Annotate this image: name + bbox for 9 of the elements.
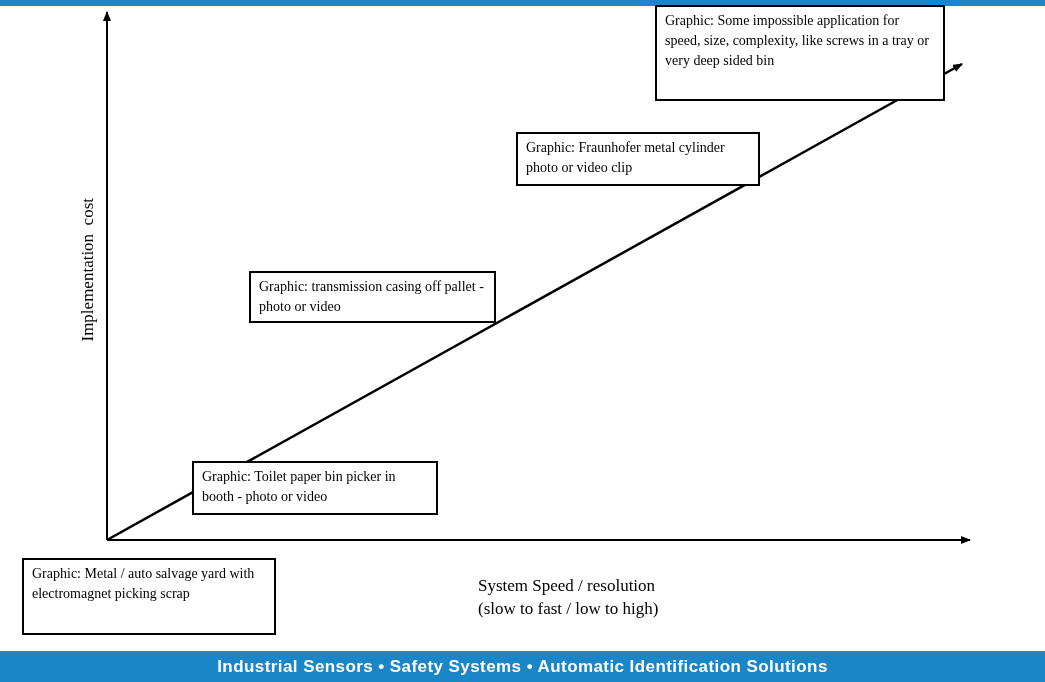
axis-title: Implementation cost bbox=[77, 198, 99, 342]
axis-title: System Speed / resolution bbox=[478, 575, 656, 597]
note-box: Graphic: Fraunhofer metal cylinder photo or video clip bbox=[516, 132, 760, 186]
footer-text: Industrial Sensors • Safety Systems • Automatic Identification Solutions bbox=[217, 655, 828, 678]
note-box: Graphic: transmission casing off pallet - photo or video bbox=[249, 271, 496, 323]
note-box: Graphic: Some impossible application for speed, size, complexity, like screws in a tray or very deep sided bin bbox=[655, 5, 945, 101]
note-box: Graphic: Toilet paper bin picker in booth - photo or video bbox=[192, 461, 438, 515]
note-box: Graphic: Metal / auto salvage yard with electromagnet picking scrap bbox=[22, 558, 276, 635]
axis-subtitle: (slow to fast / low to high) bbox=[478, 598, 659, 620]
